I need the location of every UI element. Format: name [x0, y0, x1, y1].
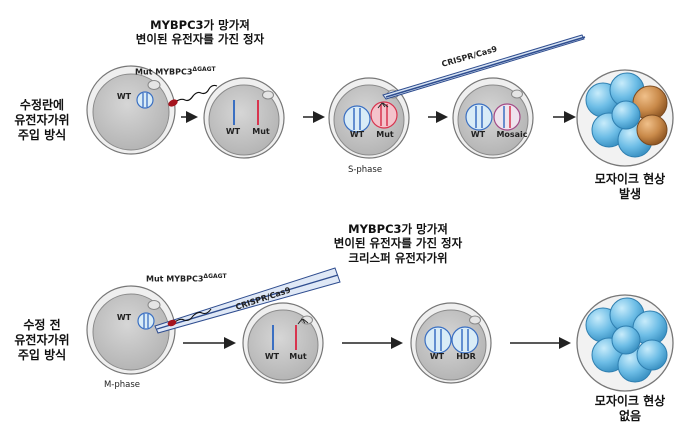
- sperm-title-2: MYBPC3가 망가져 변이된 유전자를 가진 정자 크리스퍼 유전자가위: [333, 222, 463, 265]
- embryo-mosaic: [576, 69, 674, 167]
- mut-label-z2: Mut: [252, 127, 270, 136]
- wt-label-z7: WT: [429, 352, 445, 361]
- injection-needle-1: [382, 34, 586, 100]
- mut-label-z6: Mut: [289, 352, 307, 361]
- wt-label-z6: WT: [264, 352, 280, 361]
- mut-allele-label-2: Mut MYBPC3ΔGAGT: [146, 273, 227, 284]
- zygote-6: [242, 302, 324, 384]
- phase-label-2: M-phase: [103, 380, 141, 390]
- wt-label-z2: WT: [225, 127, 241, 136]
- zygote-3: [328, 77, 410, 159]
- zygote-2: [203, 77, 285, 159]
- wt-label-z5: WT: [116, 313, 132, 322]
- injection-needle-2: [154, 267, 341, 334]
- method-label-1: 수정란에 유전자가위 주입 방식: [14, 98, 70, 142]
- wt-label-z4: WT: [470, 130, 486, 139]
- zygote-4: [452, 77, 534, 159]
- hdr-label-z7: HDR: [456, 352, 476, 361]
- zygote-5: [86, 285, 176, 375]
- phase-label-1: S-phase: [347, 165, 383, 175]
- zygote-1: [86, 65, 176, 155]
- outcome-label-2: 모자이크 현상 없음: [594, 394, 666, 423]
- zygote-7: [410, 302, 492, 384]
- sperm-1: [168, 84, 218, 107]
- mut-label-z3: Mut: [376, 130, 394, 139]
- sperm-title-1: MYBPC3가 망가져 변이된 유전자를 가진 정자: [135, 18, 265, 47]
- outcome-label-1: 모자이크 현상 발생: [594, 172, 666, 201]
- mosaic-label-z4: Mosaic: [496, 130, 528, 139]
- wt-label-z1: WT: [116, 92, 132, 101]
- mut-allele-label-1: Mut MYBPC3ΔGAGT: [135, 66, 216, 77]
- wt-label-z3: WT: [349, 130, 365, 139]
- method-label-2: 수정 전 유전자가위 주입 방식: [14, 318, 70, 362]
- embryo-uniform: [576, 294, 674, 392]
